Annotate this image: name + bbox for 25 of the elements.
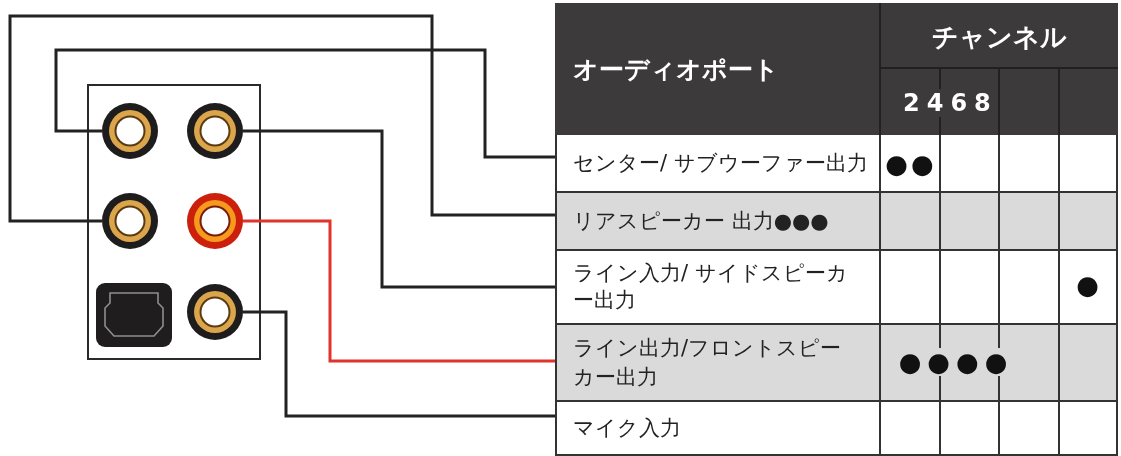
row-label-cell	[555, 193, 881, 251]
cable-line	[243, 129, 555, 289]
cable-line	[8, 14, 555, 223]
row-label-cell	[555, 251, 881, 325]
cable-line	[54, 48, 555, 159]
port-name: マイク入力	[573, 415, 682, 441]
port-name: リアスピーカー 出力●●●	[573, 208, 830, 234]
row-label-cell	[555, 135, 881, 193]
channel-marks: ●●	[885, 150, 937, 178]
cable-line	[243, 219, 555, 363]
port-name: ライン入力/ サイドスピーカー出力	[573, 260, 849, 314]
column-heading: オーディオポート	[573, 55, 779, 85]
jack-panel	[87, 84, 261, 360]
row-label-cell	[555, 325, 881, 402]
audio-jack	[187, 284, 243, 340]
audio-jack	[187, 193, 243, 249]
audio-jack	[102, 103, 158, 159]
row-label-cell	[555, 402, 881, 456]
port-name: ライン出力/フロントスピーカー出力	[573, 334, 843, 391]
port-name: センター/ サブウーファー出力	[573, 150, 869, 176]
audio-jack	[187, 103, 243, 159]
channel-marks: ●	[1076, 271, 1102, 299]
cable-line	[243, 310, 555, 418]
column-heading: チャンネル	[932, 22, 1067, 52]
audio-jack	[102, 193, 158, 249]
